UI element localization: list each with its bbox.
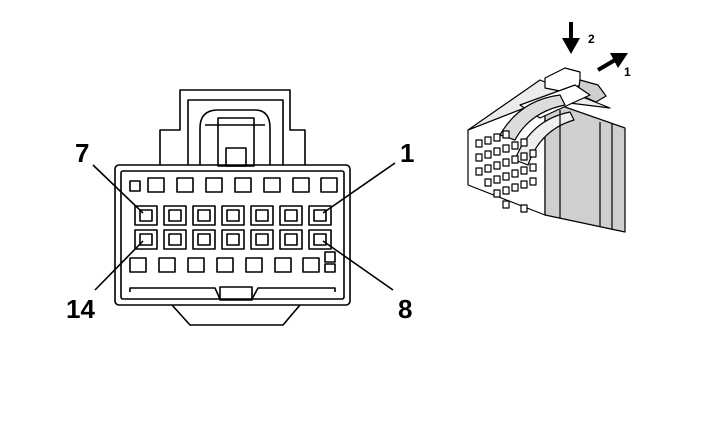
pin-cavity-9 <box>279 229 303 250</box>
iso-housing-top <box>467 79 611 131</box>
iso-latch <box>499 67 607 166</box>
connector-latch <box>159 89 306 167</box>
iso-side-ribs <box>559 110 613 229</box>
pin-cavity-8 <box>308 229 332 250</box>
connector-face-view <box>92 89 396 326</box>
pin-cavity-11 <box>221 229 245 250</box>
arrow-label-1: 1 <box>624 65 631 79</box>
iso-terminal-grid <box>475 130 537 213</box>
pin-cavity-5 <box>192 205 216 226</box>
pin-label-8: 8 <box>398 294 412 324</box>
pin-cavity-3 <box>250 205 274 226</box>
arrow-diagonal-icon <box>596 53 628 72</box>
pin-cavity-10 <box>250 229 274 250</box>
arrow-down-icon <box>562 22 580 54</box>
pin-cavity-13 <box>163 229 187 250</box>
pin-cavity-4 <box>221 205 245 226</box>
leader-lines <box>92 162 396 291</box>
bottom-row-terminals <box>129 251 336 273</box>
iso-housing-side <box>544 99 626 233</box>
pin-row-1-7 <box>134 205 332 226</box>
pin-label-14: 14 <box>66 294 95 324</box>
pin-label-1: 1 <box>400 138 414 168</box>
pin-label-7: 7 <box>75 138 89 168</box>
pin-cavity-1 <box>308 205 332 226</box>
connector-bottom-tab <box>171 304 301 326</box>
pin-row-8-14 <box>134 229 332 250</box>
connector-housing <box>114 164 351 306</box>
pin-cavity-14 <box>134 229 158 250</box>
pin-cavity-6 <box>163 205 187 226</box>
pin-cavity-12 <box>192 229 216 250</box>
pin-cavity-2 <box>279 205 303 226</box>
top-row-terminals <box>129 177 338 193</box>
arrow-label-2: 2 <box>588 32 595 46</box>
pin-cavity-7 <box>134 205 158 226</box>
connector-iso-view <box>467 67 626 233</box>
